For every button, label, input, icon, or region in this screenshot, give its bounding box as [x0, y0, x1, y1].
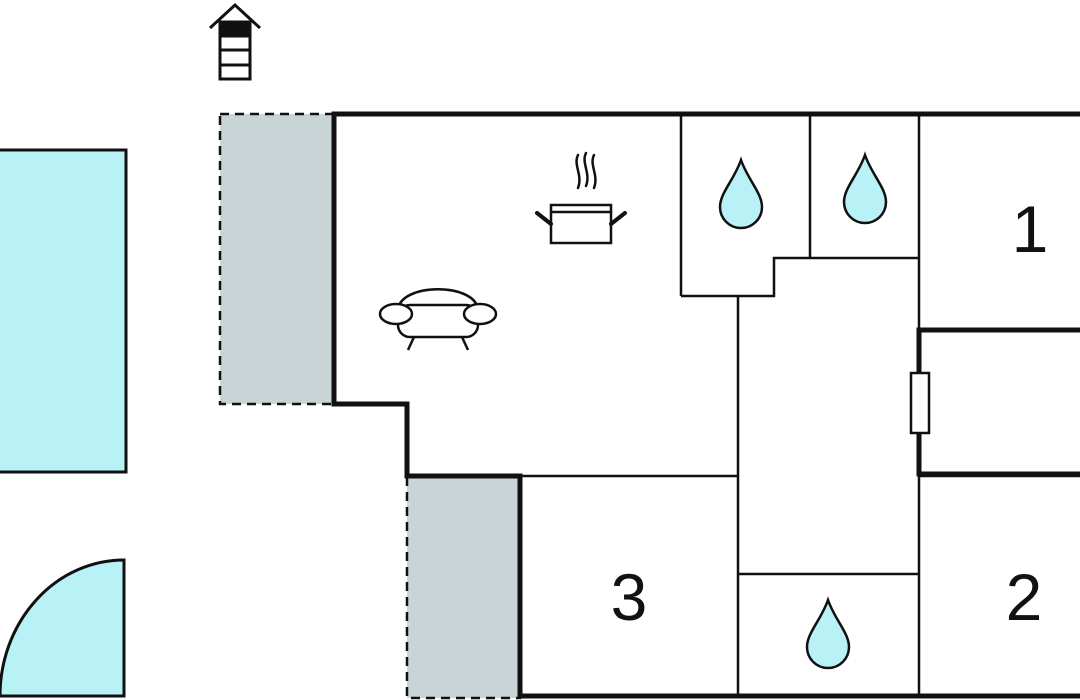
radiator-icon — [909, 371, 931, 435]
room-number-3: 3 — [611, 560, 648, 634]
pool-icon — [0, 148, 128, 474]
north-arrow-icon — [208, 2, 262, 81]
room-number-1: 1 — [1012, 192, 1049, 266]
terrace-icon — [218, 112, 335, 406]
outer-walls — [331, 111, 1080, 699]
sofa-icon — [378, 288, 498, 351]
terrace-lower — [405, 474, 522, 700]
quarter-circle-icon — [0, 558, 126, 698]
room-number-2: 2 — [1006, 560, 1043, 634]
kitchen-pot-icon — [535, 151, 627, 245]
water-drop-icon — [718, 156, 764, 230]
interior-walls — [520, 114, 1080, 696]
water-drop-icon — [805, 596, 851, 670]
water-drop-icon — [842, 151, 888, 225]
right-thick-wall — [916, 327, 1080, 477]
